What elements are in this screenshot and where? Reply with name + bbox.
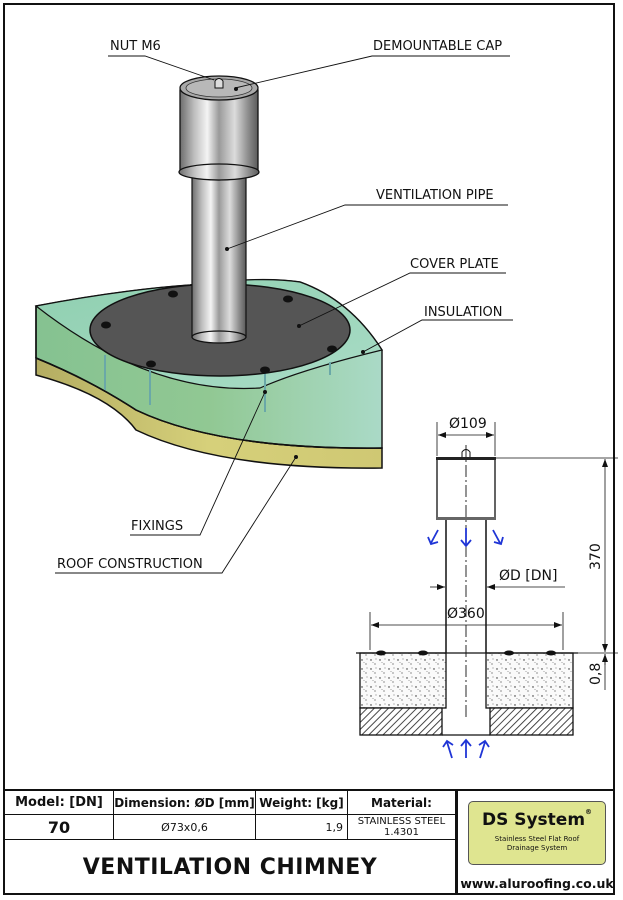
callout-cover-plate: COVER PLATE	[410, 257, 499, 272]
header-model: Model: [DN]	[5, 791, 114, 815]
header-material: Material:	[348, 791, 456, 815]
ventilation-pipe	[191, 174, 247, 344]
dimension-height: 370	[588, 543, 604, 570]
plate-screws	[101, 290, 337, 374]
logo-tagline-1: Stainless Steel Flat Roof	[494, 835, 580, 843]
callout-dots	[225, 87, 365, 459]
dimension-cap-diameter: Ø109	[449, 416, 487, 432]
ds-system-logo: DS System® Stainless Steel Flat Roof Dra…	[468, 801, 606, 865]
dimension-plate-diameter: Ø360	[447, 606, 485, 622]
header-weight: Weight: [kg]	[256, 791, 348, 815]
callout-insulation: INSULATION	[424, 305, 502, 320]
material-line1: STAINLESS STEEL	[357, 816, 446, 827]
registered-mark: ®	[585, 808, 593, 816]
material-value: STAINLESS STEEL 1.4301	[348, 815, 456, 840]
website-link[interactable]: www.aluroofing.co.uk	[460, 876, 614, 891]
callout-leaders	[55, 55, 513, 574]
weight-value: 1,9	[256, 815, 348, 840]
demountable-cap	[178, 75, 260, 181]
callout-ventilation-pipe: VENTILATION PIPE	[376, 188, 494, 203]
callout-demountable-cap: DEMOUNTABLE CAP	[373, 39, 502, 54]
logo-tagline-2: Drainage System	[506, 844, 568, 852]
model-value: 70	[5, 815, 114, 840]
dimension-lines	[369, 422, 618, 690]
dimension-value: Ø73x0,6	[114, 815, 256, 840]
callout-nut-m6: NUT M6	[110, 39, 161, 54]
title-block: Model: [DN] Dimension: ØD [mm] Weight: […	[5, 789, 614, 896]
callout-roof-construction: ROOF CONSTRUCTION	[57, 557, 203, 572]
logo-name: DS System	[481, 810, 586, 830]
product-title: VENTILATION CHIMNEY	[5, 840, 456, 894]
dimension-plate-thickness: 0,8	[588, 663, 604, 685]
logo-column: DS System® Stainless Steel Flat Roof Dra…	[456, 791, 616, 894]
section-view	[356, 445, 578, 736]
material-line2: 1.4301	[384, 827, 419, 838]
airflow-arrows	[427, 528, 504, 759]
fixing-pins	[104, 355, 331, 412]
dimension-pipe-diameter: ØD [DN]	[499, 568, 557, 584]
callout-fixings: FIXINGS	[131, 519, 183, 534]
header-dimension: Dimension: ØD [mm]	[114, 791, 256, 815]
